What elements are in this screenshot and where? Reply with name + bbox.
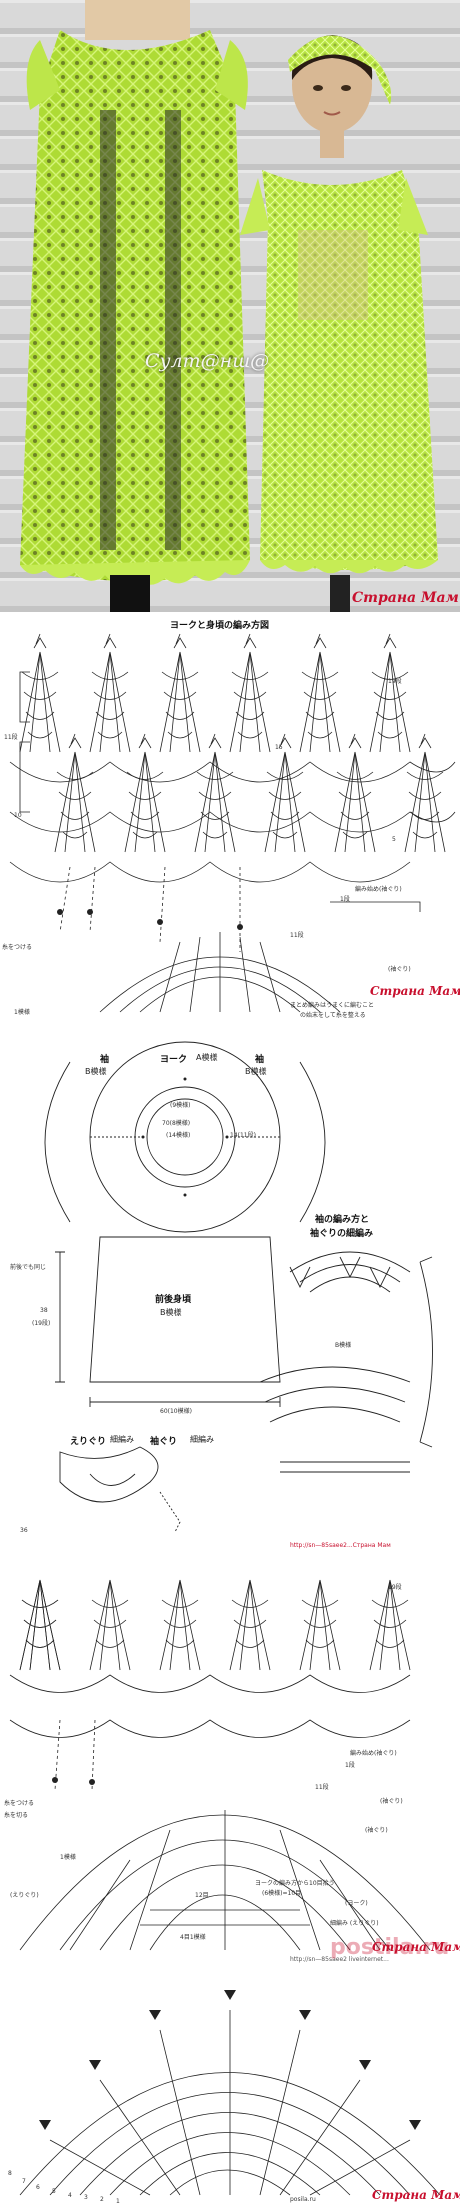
sleeve-chart-title-2: 袖ぐりの細編み — [310, 1229, 374, 1239]
photo-watermark-center: Султ@нш@ — [145, 350, 270, 372]
fan-row-6: 6 — [36, 2184, 40, 2191]
fan-row-5: 5 — [52, 2188, 56, 2195]
yoke-label: ヨーク — [160, 1055, 188, 1065]
length-pattern: (19段) — [32, 1320, 51, 1327]
c3-left-note-1: 糸をつける — [4, 1800, 35, 1807]
schematic-url: http://sn—85saee2...Страна Мам — [290, 1542, 391, 1549]
yoke-crochet-diagram — [9, 633, 456, 1013]
c3-pattern-label: (袖ぐり) — [380, 1798, 403, 1805]
fan-row-2: 2 — [100, 2196, 104, 2203]
page-number: 36 — [20, 1527, 28, 1534]
c3-bottom-note-2: (6模様)=10目 — [262, 1890, 302, 1897]
fan-crochet-diagram — [19, 1990, 441, 2196]
row-10-label: 10 — [14, 812, 22, 819]
c3-row-11-right: 11段 — [315, 1784, 329, 1791]
c3-left-note-2: 糸を切る — [4, 1812, 29, 1819]
row-11-left-label: 11段 — [4, 734, 18, 741]
pattern-label: (袖ぐり) — [388, 966, 411, 973]
fan-row-4: 4 — [68, 2192, 72, 2199]
length-label: 38 — [40, 1307, 48, 1314]
right-note-2: の始末をして糸を整える — [300, 1012, 366, 1019]
left-note: 糸をつける — [2, 944, 33, 951]
sleeve-left-pattern: B模様 — [85, 1067, 107, 1076]
left-side-label: 1模様 — [14, 1009, 30, 1016]
center-label-3: (14模様) — [166, 1132, 191, 1139]
sleeve-left-label: 袖 — [100, 1055, 110, 1065]
c3-url: http://sn—85saee2 liveinternet... — [290, 1956, 389, 1963]
row-5-label: 5 — [392, 836, 396, 843]
sleeve-right-pattern: B模様 — [245, 1067, 267, 1076]
row-1-label: 1段 — [340, 896, 350, 903]
left-note-schematic: 前後でも同じ — [10, 1264, 47, 1271]
row-15-label: 15 — [275, 744, 283, 751]
collar-pattern: 細編み — [110, 1435, 134, 1444]
c3-left-pattern: 1模様 — [60, 1854, 76, 1861]
c3-pattern-right: (袖ぐり) — [365, 1827, 388, 1834]
yoke-pattern: A模様 — [196, 1053, 218, 1062]
b-pattern-label: B模様 — [335, 1342, 352, 1349]
collar-label: えりぐり — [70, 1437, 107, 1447]
row-19-label: 19段 — [388, 678, 402, 685]
center-label-1: (9模様) — [170, 1102, 191, 1109]
c3-row-19: 19段 — [388, 1584, 402, 1591]
armhole-label: 袖ぐり — [150, 1437, 178, 1447]
c3-row-1: 1段 — [345, 1762, 355, 1769]
row-11-bottom-label: 11段 — [290, 932, 304, 939]
front-back-label: 前後身頃 — [155, 1295, 192, 1305]
start-label: 編み始め(袖ぐり) — [355, 886, 402, 893]
center-label-2: 70(8模様) — [162, 1120, 191, 1127]
front-back-pattern: B模様 — [160, 1308, 182, 1317]
armhole-pattern: 細編み — [190, 1435, 214, 1444]
c3-bottom-label-2: 4目1模様 — [180, 1934, 206, 1941]
width-bottom-label: 60(10模様) — [160, 1408, 192, 1415]
c3-start-label: 編み始め(袖ぐり) — [350, 1750, 397, 1757]
c3-bottom-label-1: 12目 — [195, 1892, 209, 1899]
yoke-chart-2-panel: 19段 1段 編み始め(袖ぐり) 11段 (袖ぐり) 糸をつける 糸を切る 1模… — [0, 1560, 460, 1970]
c3-right-label: (ヨーク) — [345, 1900, 368, 1907]
fan-row-8: 8 — [8, 2170, 12, 2177]
yoke-chart-title: ヨークと身頃の編み方図 — [170, 621, 270, 631]
dress-photo — [0, 0, 460, 612]
fan-chart-panel: 8 7 6 5 4 3 2 1 Страна Мам posila.ru — [0, 1970, 460, 2207]
c3-bottom-right: 細編み (えりぐり) — [330, 1920, 379, 1927]
fan-watermark: Страна Мам — [372, 2188, 460, 2202]
sleeve-chart-title-1: 袖の編み方と — [315, 1215, 370, 1225]
fan-row-1: 1 — [116, 2198, 120, 2205]
schematic-panel: 袖 B模様 袖 B模様 ヨーク A模様 (9模様) 70(8模様) (14模様)… — [0, 1022, 460, 1560]
yoke-crochet-diagram-2 — [9, 1579, 431, 1951]
photo-panel: Султ@нш@ Страна Мам — [0, 0, 460, 612]
label-14: 14(11段) — [230, 1132, 256, 1139]
right-note-1: まとめ編みはうまくに編むこと — [290, 1002, 375, 1009]
c3-collar: (えりぐり) — [10, 1892, 39, 1899]
fan-row-7: 7 — [22, 2178, 26, 2185]
fan-footer-site: posila.ru — [290, 2196, 316, 2203]
yoke-chart-panel: ヨークと身頃の編み方図 — [0, 612, 460, 1022]
c3-watermark: Страна Мам — [372, 1940, 460, 1954]
fan-row-3: 3 — [84, 2194, 88, 2201]
postila-watermark: postila.ru — [330, 1935, 450, 1960]
c3-bottom-note: ヨークの編み方から10目拾う — [255, 1880, 335, 1887]
sleeve-right-label: 袖 — [255, 1055, 265, 1065]
schematic-diagram — [44, 1041, 433, 1533]
photo-watermark-corner: Страна Мам — [352, 590, 459, 606]
yoke-watermark: Страна Мам — [370, 984, 460, 998]
